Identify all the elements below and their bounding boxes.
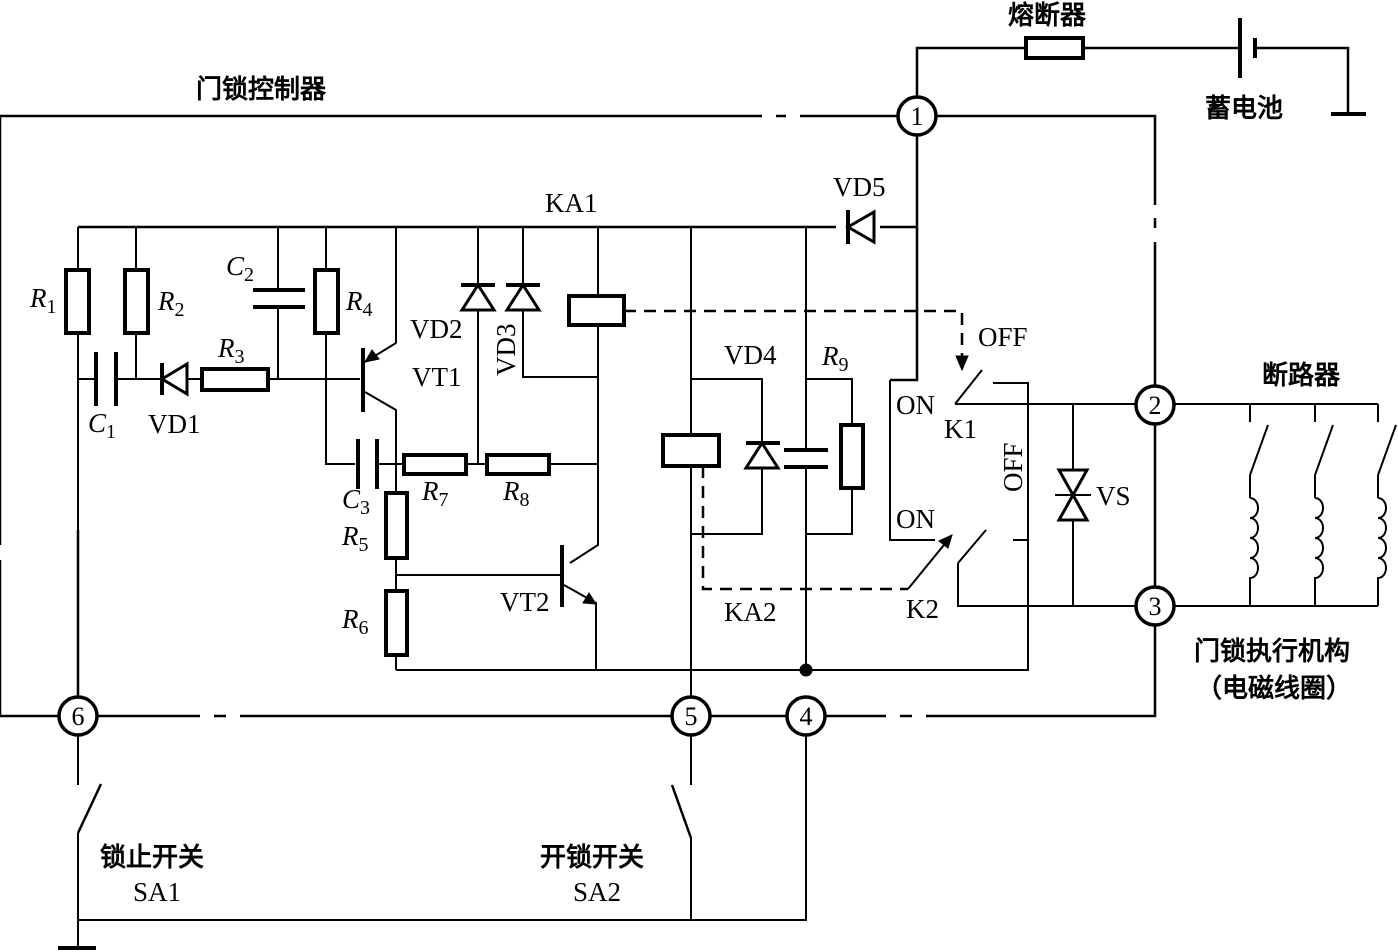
- relay-ka1-driver: VD2 VD3 VT2: [410, 227, 969, 670]
- resistor-r6-label: R6: [341, 604, 369, 639]
- svg-text:2: 2: [1149, 391, 1162, 420]
- svg-text:1: 1: [911, 102, 924, 131]
- actuator-section: 断路器 门锁执行机构 （电磁线圈）: [1173, 360, 1397, 704]
- thyristor-vs-label: VS: [1096, 481, 1131, 511]
- terminal-3: 3: [1134, 585, 1176, 627]
- vt2-emitter-arrow-icon: [582, 592, 597, 605]
- k1-actuator-arrow-icon: [955, 355, 969, 372]
- resistor-r4-label: R4: [345, 286, 373, 321]
- k2-label: K2: [906, 594, 939, 624]
- diode-vd2-label: VD2: [410, 314, 463, 344]
- terminal-2: 2: [1134, 384, 1176, 426]
- solenoid-coil-3: [1377, 497, 1387, 606]
- capacitor-c2-label: C2: [226, 251, 254, 286]
- diode-vd5-label: VD5: [833, 172, 886, 202]
- diode-vd1: [159, 361, 189, 397]
- diode-vd5: [844, 209, 876, 245]
- terminal-4: 4: [785, 695, 827, 737]
- actuator-label-line1: 门锁执行机构: [1194, 636, 1350, 667]
- relay-ka2-label: KA2: [724, 597, 777, 627]
- svg-text:5: 5: [685, 702, 698, 731]
- breaker-label: 断路器: [1262, 360, 1341, 391]
- relay-ka2-coil: [661, 433, 721, 468]
- actuator-label-line2: （电磁线圈）: [1196, 673, 1352, 704]
- timing-network: C3 R7 R8 R5 R6: [341, 439, 598, 670]
- diode-vd3: [504, 282, 542, 312]
- terminal-6: 6: [57, 695, 99, 737]
- diode-vd4: [743, 440, 781, 470]
- capacitor-c3-label: C3: [342, 484, 370, 519]
- relay-ka1-label: KA1: [545, 188, 598, 218]
- junction-dot: [799, 663, 813, 677]
- k1-on-label: ON: [896, 390, 935, 420]
- relay-contacts: ON K1 OFF OFF ON K2: [889, 322, 1137, 624]
- resistor-r9-label: R9: [821, 341, 849, 376]
- relay-ka2-section: VD4 R9 KA2: [661, 227, 908, 698]
- k2-on-label: ON: [896, 504, 935, 534]
- resistor-r1-label: R1: [29, 283, 57, 318]
- power-section: 熔断器 蓄电池: [915, 0, 1366, 124]
- switch-sa2-code: SA2: [573, 877, 621, 907]
- resistor-r9: [839, 423, 865, 490]
- resistor-r8-label: R8: [502, 476, 530, 511]
- svg-text:4: 4: [800, 702, 813, 731]
- switch-sa1-code: SA1: [133, 877, 181, 907]
- controller-title: 门锁控制器: [196, 74, 327, 105]
- capacitor-c1-label: C1: [88, 408, 116, 443]
- external-switches: 锁止开关 SA1 开锁开关 SA2: [58, 734, 807, 950]
- switch-sa2-name: 开锁开关: [540, 842, 644, 873]
- fuse-label: 熔断器: [1008, 0, 1087, 31]
- solenoid-coil-2: [1314, 497, 1324, 606]
- k1-label: K1: [944, 414, 977, 444]
- vt1-emitter-arrow-icon: [363, 349, 380, 363]
- diode-vd1-label: VD1: [148, 409, 201, 439]
- fuse: [1024, 36, 1085, 60]
- svg-text:3: 3: [1149, 592, 1162, 621]
- resistor-r5-label: R5: [341, 521, 369, 556]
- transistor-vt1: VT1: [361, 227, 462, 493]
- resistor-r7: [402, 453, 468, 476]
- diode-vd2: [459, 282, 497, 312]
- k2-off-label: OFF: [998, 442, 1028, 492]
- battery-label: 蓄电池: [1205, 94, 1283, 124]
- diode-vd3-label: VD3: [491, 324, 521, 377]
- thyristor-vs: VS: [1055, 404, 1131, 606]
- diode-vd4-label: VD4: [724, 340, 777, 370]
- k1-off-label: OFF: [978, 322, 1028, 352]
- resistor-r4: [313, 268, 340, 335]
- resistor-r3-label: R3: [217, 333, 245, 368]
- transistor-vt2-label: VT2: [500, 587, 550, 617]
- input-network: R1 R2 C1 VD1 R3 C2 R4: [29, 227, 373, 698]
- relay-ka1-coil: [567, 294, 626, 327]
- terminal-1: 1: [896, 95, 938, 137]
- resistor-r2: [123, 268, 150, 335]
- terminal-5: 5: [670, 695, 712, 737]
- top-bus: KA1 VD5: [78, 134, 919, 382]
- switch-sa1-name: 锁止开关: [100, 842, 204, 873]
- resistor-r6: [384, 589, 409, 657]
- resistor-r8: [485, 453, 551, 476]
- resistor-r1: [64, 268, 91, 335]
- solenoid-coil-1: [1249, 497, 1259, 606]
- resistor-r2-label: R2: [157, 286, 185, 321]
- transistor-vt1-label: VT1: [412, 362, 462, 392]
- controller-boundary: [0, 114, 1157, 718]
- resistor-r3: [200, 367, 270, 392]
- resistor-r7-label: R7: [421, 476, 449, 511]
- svg-text:6: 6: [72, 702, 85, 731]
- k2-actuator-arrow-icon: [938, 534, 953, 549]
- resistor-r5: [384, 491, 409, 560]
